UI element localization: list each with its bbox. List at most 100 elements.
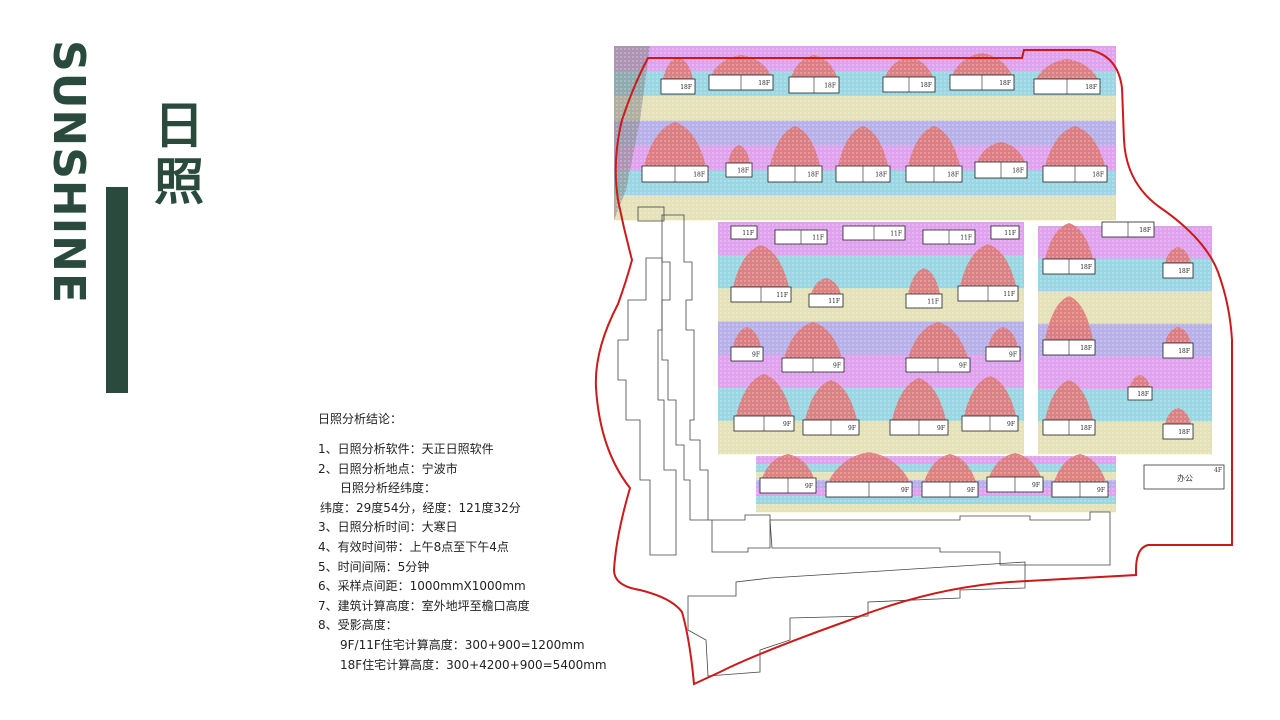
podium-west bbox=[661, 214, 771, 553]
podium-west-2 bbox=[617, 257, 677, 556]
floor-label: 18F bbox=[1178, 429, 1190, 436]
building: 18F bbox=[949, 74, 1015, 91]
floor-label: 11F bbox=[960, 235, 972, 242]
floor-label: 11F bbox=[812, 235, 824, 242]
building: 11F bbox=[990, 225, 1020, 240]
building: 11F bbox=[774, 229, 828, 245]
floor-label: 18F bbox=[947, 172, 959, 179]
title-chinese: 日照 bbox=[154, 97, 204, 211]
building: 9F bbox=[889, 419, 949, 436]
floor-label: 9F bbox=[959, 363, 967, 370]
floor-label: 11F bbox=[1004, 230, 1016, 237]
building: 9F bbox=[730, 346, 764, 362]
building: 9F bbox=[825, 481, 913, 498]
building: 11F bbox=[842, 225, 906, 241]
floor-label: 18F bbox=[1178, 348, 1190, 355]
notes-heading: 日照分析结论： bbox=[318, 412, 403, 426]
floor-label: 9F bbox=[848, 425, 856, 432]
building: 9F bbox=[961, 415, 1019, 432]
building: 18F bbox=[1162, 262, 1194, 279]
note-line: 9F/11F住宅计算高度：300+900=1200mm bbox=[340, 637, 585, 652]
building: 9F bbox=[921, 481, 979, 498]
floor-label: 11F bbox=[742, 230, 754, 237]
floor-label: 9F bbox=[967, 487, 975, 494]
podium-south bbox=[769, 511, 1111, 566]
floor-label: 11F bbox=[927, 299, 939, 306]
podium-south-2 bbox=[687, 561, 1026, 677]
building: 18F bbox=[708, 74, 774, 91]
floor-label: 18F bbox=[824, 83, 836, 90]
floor-label: 18F bbox=[920, 82, 932, 89]
floor-label: 9F bbox=[783, 421, 791, 428]
floor-label: 9F bbox=[805, 483, 813, 490]
office-label: 办公 bbox=[1177, 473, 1193, 483]
note-line: 3、日照分析时间：大寒日 bbox=[318, 520, 458, 535]
office-building bbox=[1143, 464, 1225, 490]
building-outline bbox=[990, 225, 1020, 240]
podium-outlines bbox=[617, 206, 1225, 677]
floor-label: 18F bbox=[1012, 168, 1024, 175]
floor-label: 18F bbox=[999, 80, 1011, 87]
building: 18F bbox=[1042, 258, 1096, 275]
note-line: 6、采样点间距：1000mmX1000mm bbox=[318, 579, 526, 594]
building: 18F bbox=[882, 76, 936, 93]
buildings: 18F 18F 18F 18F 18F 18F 18F 18F 18F 18F 18F 18F 18F 1… bbox=[641, 74, 1194, 498]
building: 9F bbox=[985, 346, 1021, 362]
analysis-notes: 日照分析结论： 1、日照分析软件：天正日照软件 2、日照分析地点：宁波市 日照分… bbox=[318, 410, 607, 675]
building: 9F bbox=[733, 415, 795, 432]
building: 18F bbox=[974, 161, 1028, 179]
vertical-title: SUNSHINE 日照 bbox=[43, 40, 204, 310]
building: 9F bbox=[986, 476, 1044, 493]
building: 18F bbox=[1101, 221, 1155, 238]
building: 9F bbox=[1051, 481, 1109, 498]
building: 18F bbox=[1127, 386, 1153, 401]
note-line: 纬度：29度54分，经度：121度32分 bbox=[320, 500, 521, 515]
building: 18F bbox=[1042, 339, 1096, 356]
building: 18F bbox=[835, 165, 891, 183]
building: 18F bbox=[725, 162, 753, 178]
floor-label: 18F bbox=[693, 172, 705, 179]
building: 18F bbox=[788, 76, 840, 94]
floor-label: 9F bbox=[937, 425, 945, 432]
floor-label: 18F bbox=[1080, 425, 1092, 432]
floor-label: 18F bbox=[1085, 84, 1097, 91]
floor-label: 18F bbox=[875, 172, 887, 179]
building: 11F bbox=[957, 285, 1019, 302]
floor-label: 18F bbox=[1139, 227, 1151, 234]
floor-label: 9F bbox=[833, 363, 841, 370]
floor-label: 18F bbox=[1080, 264, 1092, 271]
floor-label: 18F bbox=[807, 172, 819, 179]
building-outline bbox=[725, 162, 753, 178]
note-line: 5、时间间隔：5分钟 bbox=[318, 559, 430, 574]
building: 18F bbox=[1042, 165, 1108, 183]
building: 9F bbox=[802, 419, 860, 436]
floor-label: 18F bbox=[1137, 391, 1149, 398]
floor-label: 11F bbox=[890, 231, 902, 238]
building: 9F bbox=[905, 357, 971, 373]
floor-label: 18F bbox=[1092, 172, 1104, 179]
building-outline bbox=[985, 346, 1021, 362]
building-outline bbox=[808, 293, 844, 308]
note-line: 1、日照分析软件：天正日照软件 bbox=[318, 442, 494, 456]
building: 18F bbox=[905, 165, 963, 183]
floor-label: 18F bbox=[680, 84, 692, 91]
building-outline bbox=[905, 293, 943, 309]
floor-label: 9F bbox=[1009, 352, 1017, 359]
building: 11F bbox=[808, 293, 844, 308]
office-floors: 4F bbox=[1214, 467, 1222, 474]
floor-label: 18F bbox=[1178, 268, 1190, 275]
floor-label: 9F bbox=[1032, 482, 1040, 489]
building: 11F bbox=[922, 229, 976, 245]
note-line: 4、有效时间带：上午8点至下午4点 bbox=[318, 539, 509, 554]
floor-label: 18F bbox=[758, 80, 770, 87]
building: 18F bbox=[660, 78, 696, 95]
building: 9F bbox=[759, 477, 817, 494]
building: 18F bbox=[641, 165, 709, 183]
note-line: 18F住宅计算高度：300+4200+900=5400mm bbox=[340, 657, 607, 672]
floor-label: 11F bbox=[1003, 291, 1015, 298]
floor-label: 9F bbox=[901, 487, 909, 494]
building-outline bbox=[1162, 262, 1194, 279]
building: 18F bbox=[1033, 78, 1101, 95]
podium-small bbox=[637, 206, 665, 222]
